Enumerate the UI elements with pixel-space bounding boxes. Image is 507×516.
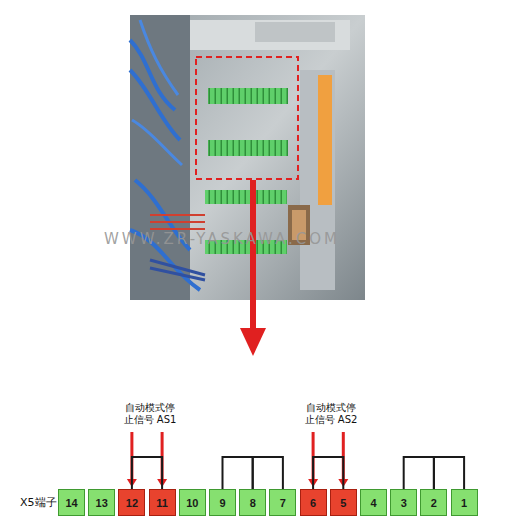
cabinet-photo [130, 15, 365, 300]
jumper-bracket [434, 457, 464, 489]
terminal-number: 4 [370, 497, 376, 509]
terminal-number: 3 [401, 497, 407, 509]
terminal-number: 6 [310, 497, 316, 509]
signal-label: 自动模式停止信号 AS1 [121, 402, 179, 426]
terminal-number: 7 [280, 497, 286, 509]
jumper-bracket [132, 457, 162, 489]
terminal: 12 [118, 489, 145, 516]
terminal: 8 [239, 489, 266, 516]
terminal-number: 1 [461, 497, 467, 509]
terminal: 4 [360, 489, 387, 516]
terminal: 5 [330, 489, 357, 516]
terminal: 3 [390, 489, 417, 516]
terminal: 1 [451, 489, 478, 516]
terminal: 13 [88, 489, 115, 516]
terminal: 9 [209, 489, 236, 516]
jumper-bracket [313, 457, 343, 489]
terminal-number: 12 [126, 497, 138, 509]
terminal: 14 [58, 489, 85, 516]
terminal-number: 5 [340, 497, 346, 509]
terminal-block-name: X5端子 [20, 495, 57, 510]
terminal-number: 8 [250, 497, 256, 509]
watermark: WWW.ZR-YASKAWA.COM [104, 230, 340, 248]
terminal-number: 9 [219, 497, 225, 509]
terminal-number: 14 [65, 497, 77, 509]
terminal-number: 13 [96, 497, 108, 509]
terminal-number: 10 [186, 497, 198, 509]
big-arrow [240, 180, 266, 356]
terminal: 7 [269, 489, 296, 516]
terminal: 6 [300, 489, 327, 516]
leader-arrows [127, 432, 348, 487]
terminal-number: 11 [156, 497, 168, 509]
jumper-bracket [253, 457, 283, 489]
jumper-bracket [223, 457, 253, 489]
signal-label: 自动模式停止信号 AS2 [302, 402, 360, 426]
terminal: 11 [149, 489, 176, 516]
terminal-number: 2 [431, 497, 437, 509]
terminal: 2 [420, 489, 447, 516]
terminal: 10 [179, 489, 206, 516]
jumper-bracket [404, 457, 434, 489]
